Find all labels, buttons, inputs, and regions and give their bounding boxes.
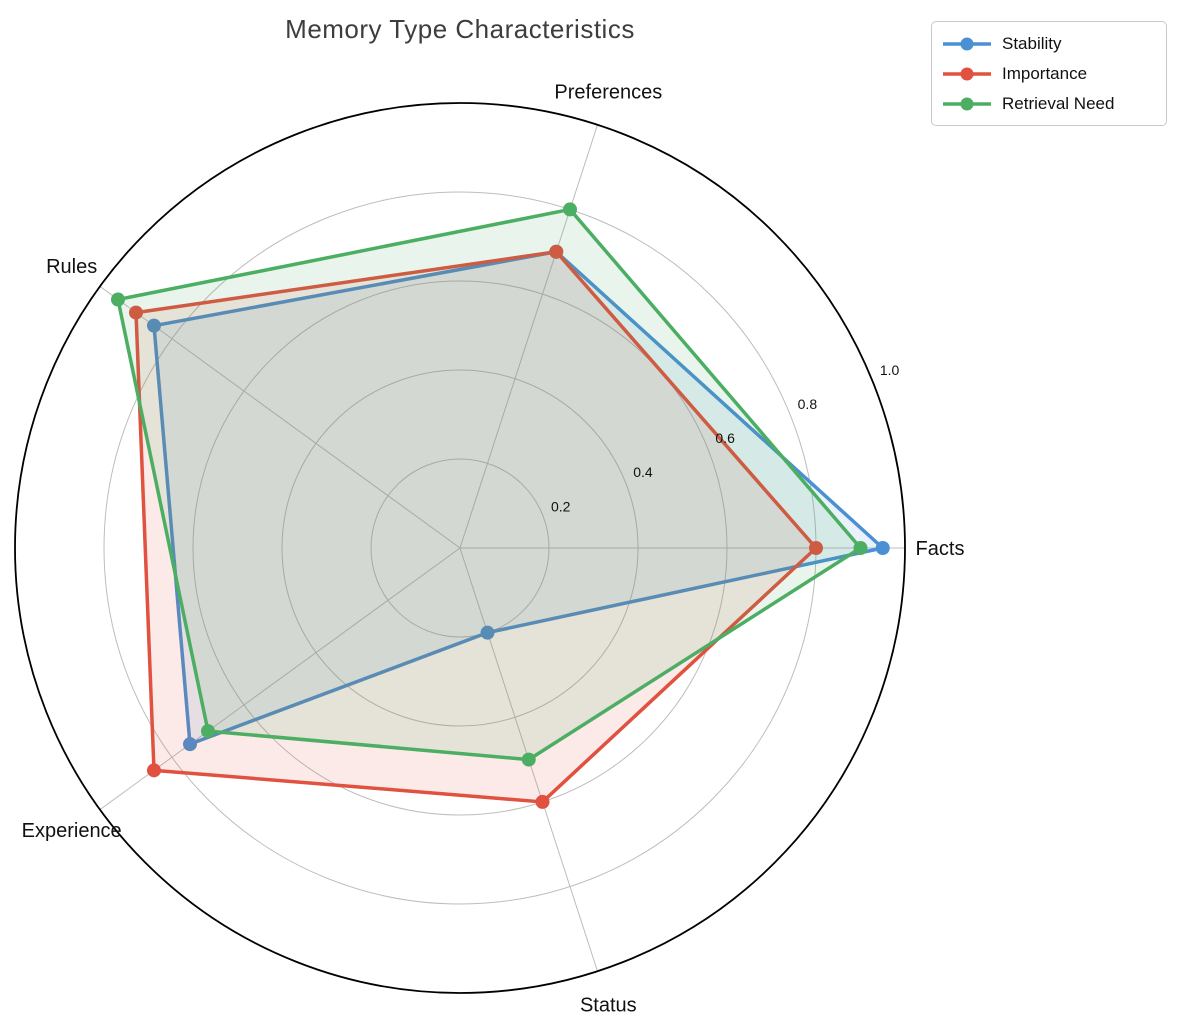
polar-spine bbox=[14, 102, 906, 994]
data-point-importance-experience bbox=[146, 763, 161, 778]
data-point-retrieval-need-rules bbox=[110, 292, 125, 307]
spoke-experience bbox=[99, 547, 461, 810]
data-point-importance-rules bbox=[128, 305, 143, 320]
data-point-stability-rules bbox=[146, 318, 161, 333]
legend-item-retrieval-need: Retrieval Need bbox=[941, 91, 1156, 116]
legend-label-stability: Stability bbox=[1002, 33, 1062, 53]
legend-item-importance: Importance bbox=[941, 61, 1156, 86]
radial-tick-label: 0.4 bbox=[633, 464, 653, 480]
radial-tick-label: 0.6 bbox=[715, 430, 735, 446]
data-point-stability-status bbox=[480, 625, 495, 640]
axis-label-status: Status bbox=[580, 995, 637, 1017]
legend-label-importance: Importance bbox=[1002, 63, 1088, 83]
legend-dot-icon bbox=[960, 97, 974, 110]
data-point-stability-experience bbox=[182, 737, 197, 752]
data-point-retrieval-need-experience bbox=[200, 724, 215, 739]
spoke-preferences bbox=[459, 124, 598, 549]
legend-marker-retrieval-need bbox=[943, 97, 991, 110]
legend-label-retrieval-need: Retrieval Need bbox=[1002, 93, 1115, 113]
legend-dot-icon bbox=[960, 37, 974, 50]
chart-title: Memory Type Characteristics bbox=[285, 14, 635, 44]
data-point-importance-preferences bbox=[549, 244, 564, 259]
series-polygon-stability bbox=[152, 249, 885, 746]
spoke-rules bbox=[99, 286, 461, 549]
legend-item-stability: Stability bbox=[941, 31, 1156, 56]
axis-label-rules: Rules bbox=[46, 256, 97, 278]
data-point-retrieval-need-status bbox=[521, 752, 536, 767]
axis-label-experience: Experience bbox=[22, 820, 122, 842]
data-point-importance-facts bbox=[809, 541, 823, 555]
radial-tick-label: 0.8 bbox=[798, 396, 818, 412]
data-point-retrieval-need-preferences bbox=[563, 202, 578, 217]
data-point-stability-facts bbox=[875, 541, 890, 555]
data-point-importance-status bbox=[535, 794, 550, 809]
radial-tick-label: 0.2 bbox=[551, 498, 571, 514]
legend-dot-icon bbox=[960, 67, 974, 80]
axis-label-preferences: Preferences bbox=[554, 81, 662, 103]
legend-marker-stability bbox=[943, 37, 991, 50]
series-polygon-importance bbox=[134, 249, 818, 804]
legend-marker-importance bbox=[943, 67, 991, 80]
series-polygon-retrieval-need bbox=[116, 207, 863, 762]
data-point-retrieval-need-facts bbox=[853, 541, 868, 555]
radial-tick-label: 1.0 bbox=[880, 362, 900, 378]
axis-label-facts: Facts bbox=[916, 538, 965, 560]
